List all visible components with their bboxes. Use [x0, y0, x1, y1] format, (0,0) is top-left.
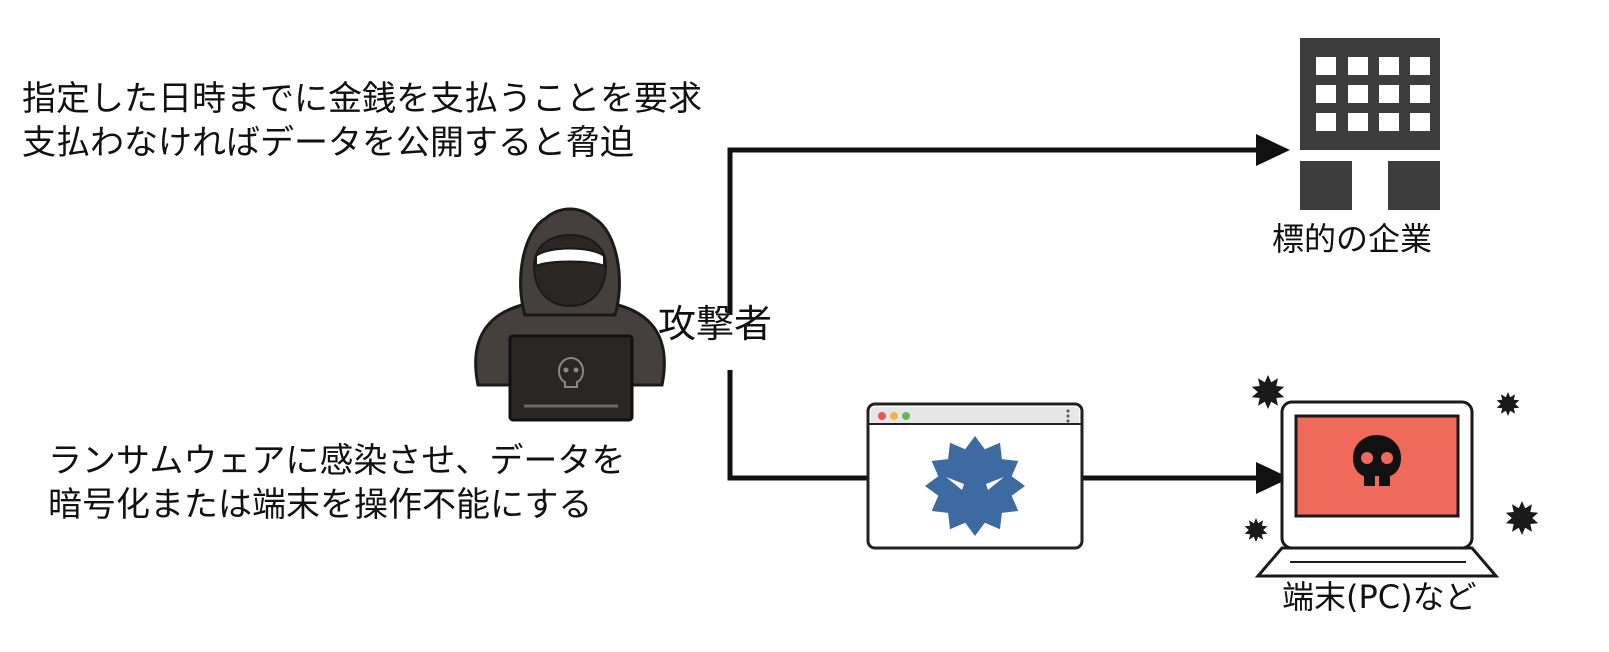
- hooded-hacker-icon: [474, 207, 666, 422]
- office-building-icon: [1300, 38, 1440, 210]
- infection-burst-icon: [1251, 375, 1285, 409]
- infection-burst-icon: [1496, 392, 1520, 416]
- infected-laptop-icon: [1244, 375, 1539, 578]
- infection-burst-icon: [1244, 518, 1268, 542]
- target-company-label: 標的の企業: [1272, 220, 1433, 258]
- connector-lines: [727, 147, 1258, 481]
- infect-text-line-2: 暗号化または端末を操作不能にする: [48, 485, 593, 525]
- arrowhead-to-company: [1256, 134, 1290, 166]
- infect-arrow-line-left: [727, 370, 868, 481]
- demand-text-line-2: 支払わなければデータを公開すると脅迫: [22, 123, 634, 163]
- malware-virus-icon: [925, 436, 1025, 536]
- demand-text-line-1: 指定した日時までに金銭を支払うことを要求: [22, 79, 702, 119]
- arrowhead-to-terminal: [1256, 462, 1290, 494]
- infect-text-line-1: ランサムウェアに感染させ、データを: [48, 441, 626, 481]
- attacker-label: 攻撃者: [658, 302, 773, 346]
- infection-burst-icon: [1505, 501, 1539, 535]
- terminal-label: 端末(PC)など: [1282, 578, 1477, 616]
- demand-arrow-line: [727, 147, 1258, 315]
